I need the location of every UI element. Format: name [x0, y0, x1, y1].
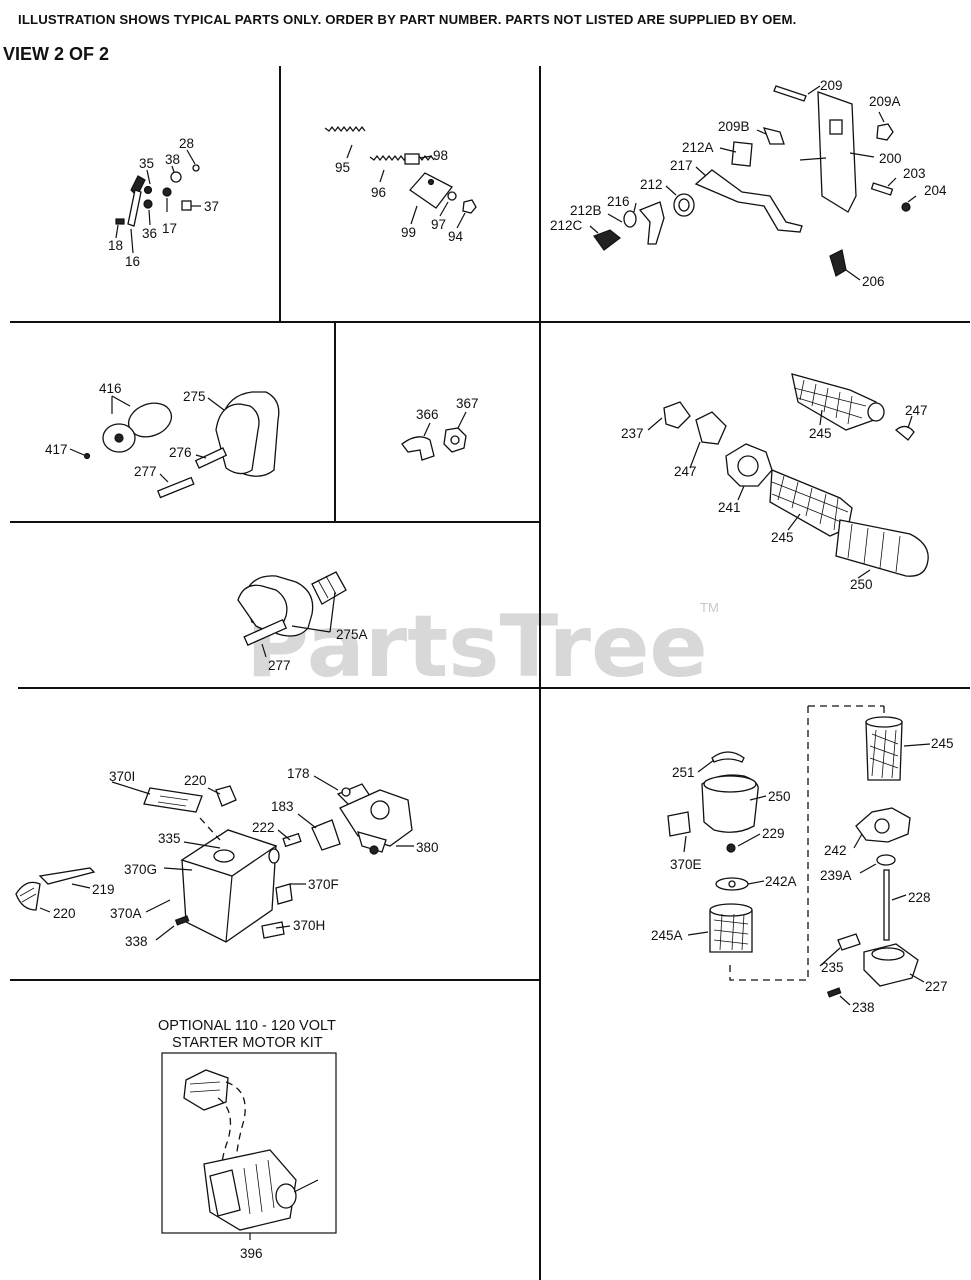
label-220-b: 220 — [53, 906, 76, 921]
label-206: 206 — [862, 274, 885, 289]
label-216: 216 — [607, 194, 630, 209]
label-209A: 209A — [869, 94, 901, 109]
label-36: 36 — [142, 226, 157, 241]
label-277-b: 277 — [268, 658, 291, 673]
label-276: 276 — [169, 445, 192, 460]
label-95: 95 — [335, 160, 350, 175]
label-237: 237 — [621, 426, 644, 441]
label-366: 366 — [416, 407, 439, 422]
label-245-a: 245 — [809, 426, 832, 441]
label-37: 37 — [204, 199, 219, 214]
label-367: 367 — [456, 396, 479, 411]
panel-air-cleaner-parts — [647, 373, 929, 579]
label-247-a: 247 — [905, 403, 928, 418]
label-245-c: 245 — [931, 736, 954, 751]
label-204: 204 — [924, 183, 947, 198]
watermark-tm: TM — [700, 600, 719, 615]
label-241: 241 — [718, 500, 741, 515]
label-228: 228 — [908, 890, 931, 905]
label-370G: 370G — [124, 862, 157, 877]
label-18: 18 — [108, 238, 123, 253]
panel-fuel-filter-parts — [667, 705, 931, 1006]
label-250-b: 250 — [768, 789, 791, 804]
label-227: 227 — [925, 979, 948, 994]
label-229: 229 — [762, 826, 785, 841]
label-212A: 212A — [682, 140, 714, 155]
label-247-b: 247 — [674, 464, 697, 479]
label-370A: 370A — [110, 906, 142, 921]
label-209: 209 — [820, 78, 843, 93]
label-370I: 370I — [109, 769, 135, 784]
label-17: 17 — [162, 221, 177, 236]
label-416: 416 — [99, 381, 122, 396]
label-380: 380 — [416, 840, 439, 855]
label-203: 203 — [903, 166, 926, 181]
label-370E: 370E — [670, 857, 702, 872]
optional-kit-line1: OPTIONAL 110 - 120 VOLT — [158, 1018, 336, 1034]
label-222: 222 — [252, 820, 275, 835]
panel-elbow-parts — [401, 411, 467, 461]
label-16: 16 — [125, 254, 140, 269]
panel-spring-parts — [324, 126, 477, 229]
label-209B: 209B — [718, 119, 750, 134]
label-335: 335 — [158, 831, 181, 846]
label-338: 338 — [125, 934, 148, 949]
panel-fuel-tank-parts — [15, 775, 414, 943]
label-235: 235 — [821, 960, 844, 975]
label-200: 200 — [879, 151, 902, 166]
label-212: 212 — [640, 177, 663, 192]
label-178: 178 — [287, 766, 310, 781]
label-217: 217 — [670, 158, 693, 173]
notice-text: ILLUSTRATION SHOWS TYPICAL PARTS ONLY. O… — [18, 12, 797, 27]
view-label: VIEW 2 OF 2 — [3, 44, 110, 64]
optional-kit-line2: STARTER MOTOR KIT — [172, 1035, 323, 1051]
starter-motor-drawing — [183, 1069, 319, 1240]
label-275: 275 — [183, 389, 206, 404]
label-94: 94 — [448, 229, 464, 244]
panel-muffler-alt-parts — [237, 571, 347, 658]
label-250-a: 250 — [850, 577, 873, 592]
label-242A: 242A — [765, 874, 797, 889]
label-245-b: 245 — [771, 530, 794, 545]
starter-kit-box — [161, 1052, 337, 1234]
header-notice: ILLUSTRATION SHOWS TYPICAL PARTS ONLY. O… — [0, 0, 971, 40]
label-28: 28 — [179, 136, 194, 151]
label-239A: 239A — [820, 868, 852, 883]
panel-dividers — [10, 66, 970, 1280]
label-275A: 275A — [336, 627, 368, 642]
label-370H: 370H — [293, 918, 325, 933]
label-96: 96 — [371, 185, 386, 200]
label-238: 238 — [852, 1000, 875, 1015]
label-370F: 370F — [308, 877, 339, 892]
label-212B: 212B — [570, 203, 602, 218]
label-212C: 212C — [550, 218, 583, 233]
panel-governor-parts — [115, 149, 201, 254]
label-38: 38 — [165, 152, 180, 167]
label-219: 219 — [92, 882, 115, 897]
label-183: 183 — [271, 799, 294, 814]
label-220-a: 220 — [184, 773, 207, 788]
label-251: 251 — [672, 765, 695, 780]
label-242: 242 — [824, 843, 847, 858]
label-245A: 245A — [651, 928, 683, 943]
label-417: 417 — [45, 442, 68, 457]
label-97: 97 — [431, 217, 446, 232]
panel-control-parts — [589, 85, 917, 281]
label-396: 396 — [240, 1246, 263, 1261]
watermark-text: PartsTree — [246, 597, 708, 697]
label-98: 98 — [433, 148, 448, 163]
label-99: 99 — [401, 225, 416, 240]
label-277: 277 — [134, 464, 157, 479]
label-35: 35 — [139, 156, 154, 171]
panel-muffler-parts — [69, 391, 280, 499]
